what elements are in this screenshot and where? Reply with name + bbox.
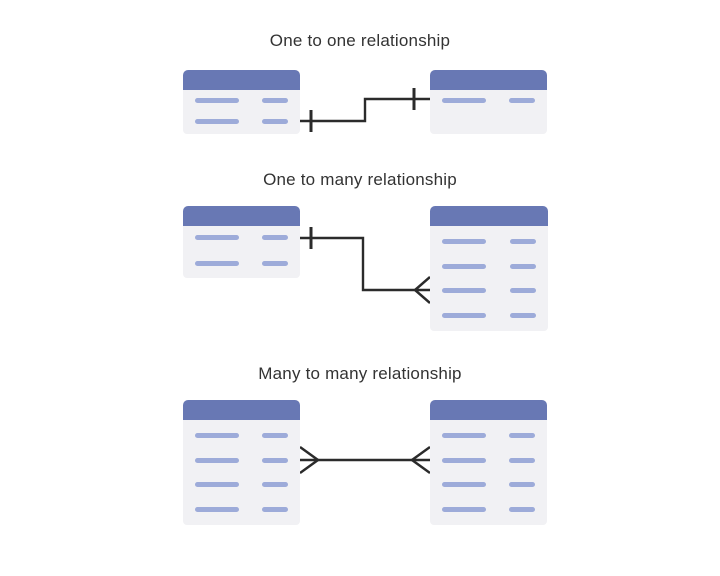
field-bar-long (442, 506, 486, 512)
field-bar-long (442, 98, 486, 103)
field-bar-short (510, 239, 536, 244)
table-header (430, 70, 547, 90)
field-bar-short (262, 457, 288, 463)
field-bar-short (509, 98, 535, 103)
field-row (442, 457, 535, 463)
table-many-to-many-left (183, 400, 300, 525)
table-one-to-many-right (430, 206, 548, 331)
field-row (195, 457, 288, 463)
field-bar-short (510, 263, 536, 269)
field-bar-short (509, 506, 535, 512)
field-row (442, 98, 535, 103)
field-row (195, 261, 288, 266)
field-row (442, 288, 536, 294)
field-bar-long (442, 263, 486, 269)
table-body (183, 420, 300, 525)
field-bar-short (510, 288, 536, 294)
table-header (430, 206, 548, 226)
field-row (195, 433, 288, 438)
table-header (183, 70, 300, 90)
table-header (183, 206, 300, 226)
table-one-to-many-left (183, 206, 300, 278)
field-bar-short (262, 482, 288, 488)
field-bar-short (509, 482, 535, 488)
field-bar-long (195, 433, 239, 438)
table-body (430, 90, 547, 134)
crow-foot-many-marker-icon (413, 276, 430, 304)
field-bar-long (195, 261, 239, 266)
table-body (183, 226, 300, 278)
crow-foot-many-marker-left-icon (300, 445, 321, 475)
table-header (183, 400, 300, 420)
field-bar-long (195, 119, 239, 124)
field-row (442, 506, 535, 512)
field-row (442, 433, 535, 438)
field-bar-short (262, 506, 288, 512)
field-row (195, 506, 288, 512)
field-bar-short (262, 235, 288, 240)
connector-one-to-many (300, 227, 430, 304)
field-row (195, 98, 288, 103)
field-bar-long (442, 288, 486, 294)
field-row (442, 239, 536, 244)
table-body (430, 420, 547, 525)
field-row (442, 263, 536, 269)
field-bar-short (509, 457, 535, 463)
table-header (430, 400, 547, 420)
field-bar-short (262, 261, 288, 266)
field-row (195, 235, 288, 240)
section-title-many-to-many: Many to many relationship (258, 364, 462, 383)
field-bar-long (442, 433, 486, 438)
field-bar-long (195, 98, 239, 103)
connector-line (300, 97, 430, 123)
field-row (195, 119, 288, 124)
field-bar-long (442, 457, 486, 463)
connector-many-to-many (300, 445, 430, 475)
field-bar-long (195, 482, 239, 488)
connector-one-to-one (300, 88, 430, 132)
field-bar-long (442, 239, 486, 244)
table-body (430, 226, 548, 331)
field-row (442, 312, 536, 318)
field-row (195, 482, 288, 488)
section-title-one-to-one: One to one relationship (269, 31, 451, 50)
connector-line (300, 236, 430, 292)
crow-foot-many-marker-right-icon (409, 445, 430, 475)
field-bar-long (195, 506, 239, 512)
field-bar-short (509, 433, 535, 438)
table-body (183, 90, 300, 134)
table-one-to-one-left (183, 70, 300, 134)
section-title-one-to-many: One to many relationship (263, 170, 457, 189)
field-bar-short (510, 312, 536, 318)
field-bar-long (195, 457, 239, 463)
field-bar-short (262, 119, 288, 124)
field-bar-long (442, 482, 486, 488)
field-bar-long (442, 312, 486, 318)
table-many-to-many-right (430, 400, 547, 525)
field-bar-short (262, 98, 288, 103)
field-row (442, 482, 535, 488)
table-one-to-one-right (430, 70, 547, 134)
field-bar-short (262, 433, 288, 438)
field-bar-long (195, 235, 239, 240)
